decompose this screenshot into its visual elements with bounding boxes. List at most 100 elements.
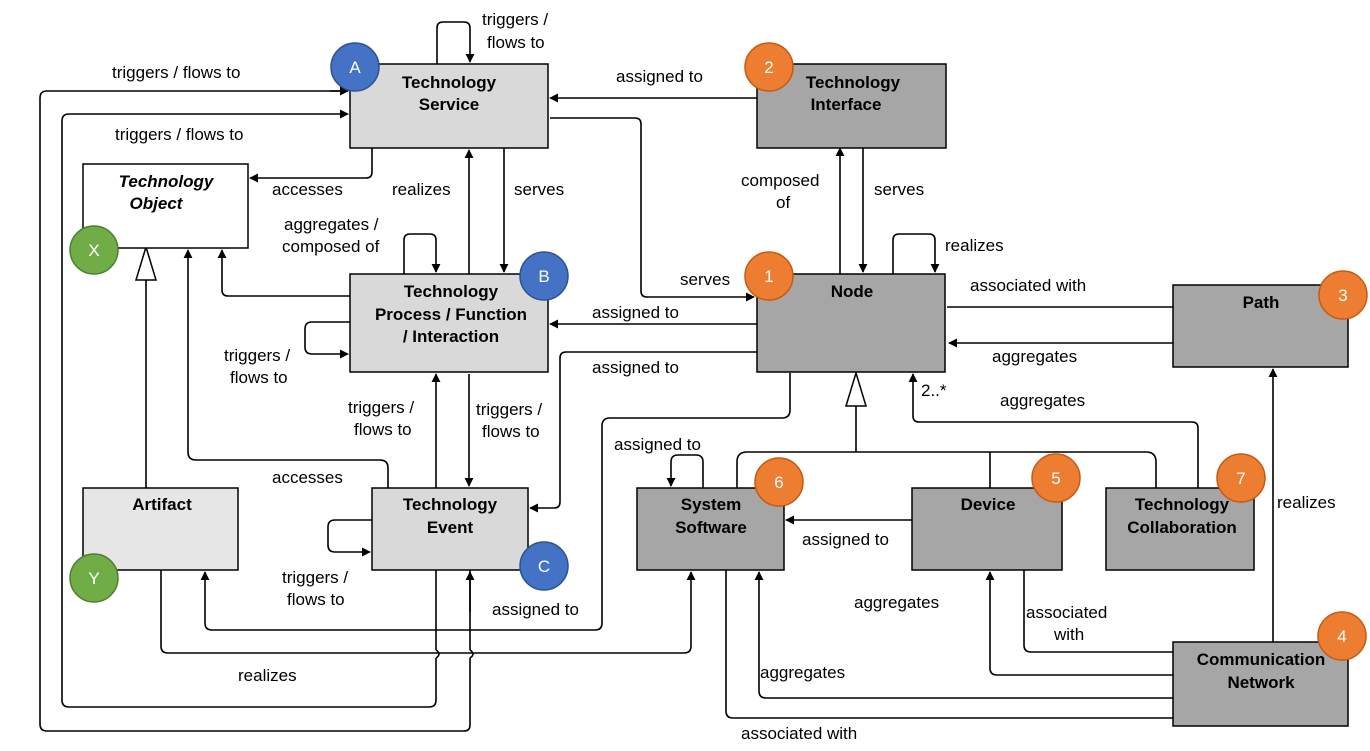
- label-serves-interface: serves: [874, 180, 924, 199]
- label-assigned-interface: assigned to: [616, 67, 703, 86]
- badges: A B C 1 2 3 4 5: [69, 42, 1368, 661]
- label-associated-path: associated with: [970, 276, 1086, 295]
- label-aggregates-composed-1: aggregates /: [284, 215, 379, 234]
- svg-text:3: 3: [1338, 286, 1347, 305]
- technology-event-title-1: Technology: [403, 495, 498, 514]
- technology-collaboration-box[interactable]: [1105, 487, 1255, 571]
- technology-process-title-1: Technology: [404, 282, 499, 301]
- badge-c: C: [519, 541, 569, 591]
- communication-network-title-1: Communication: [1197, 650, 1325, 669]
- label-composed-1: composed: [741, 171, 819, 190]
- edge-sys-self: [666, 454, 704, 488]
- label-triggers-left-1: triggers /: [348, 398, 414, 417]
- label-serves-mid: serves: [514, 180, 564, 199]
- technology-event-title-2: Event: [427, 518, 474, 537]
- communication-network-box[interactable]: [1172, 641, 1349, 727]
- label-realizes-node: realizes: [945, 236, 1004, 255]
- badge-6: 6: [754, 457, 804, 507]
- system-software-title-2: Software: [675, 518, 747, 537]
- badge-a: A: [330, 42, 380, 92]
- svg-text:A: A: [349, 58, 361, 77]
- label-associated-device-1: associated: [1026, 603, 1107, 622]
- badge-2: 2: [744, 42, 794, 92]
- generalization-node-icon: [844, 370, 868, 407]
- badge-y: Y: [69, 553, 119, 603]
- label-triggers-left-2: flows to: [354, 420, 412, 439]
- badge-b: B: [519, 251, 569, 301]
- label-accesses-bottom: accesses: [272, 468, 343, 487]
- label-assigned-bottom: assigned to: [492, 600, 579, 619]
- system-software-title-1: System: [681, 495, 741, 514]
- edge-event-object: [183, 249, 389, 488]
- edge-node-specialization: [736, 406, 1157, 488]
- label-service-self-1: triggers /: [482, 10, 548, 29]
- label-assigned-process: assigned to: [592, 303, 679, 322]
- label-accesses-top: accesses: [272, 180, 343, 199]
- path-title: Path: [1243, 293, 1280, 312]
- label-triggers-second: triggers / flows to: [115, 125, 244, 144]
- technology-interface-title-1: Technology: [806, 73, 901, 92]
- label-aggregates-sys: aggregates: [760, 663, 845, 682]
- label-realizes-bottom: realizes: [238, 666, 297, 685]
- connectors: [39, 21, 1278, 732]
- svg-text:5: 5: [1051, 469, 1060, 488]
- badge-7: 7: [1216, 453, 1266, 503]
- edge-service-node: [550, 117, 755, 302]
- technology-process-title-2: Process / Function: [375, 305, 527, 324]
- svg-text:Y: Y: [88, 569, 99, 588]
- label-aggregates-composed-2: composed of: [282, 237, 380, 256]
- communication-network-title-2: Network: [1227, 673, 1295, 692]
- boxes: [82, 63, 1349, 727]
- label-assigned-sys: assigned to: [802, 530, 889, 549]
- line-hop-icon: [469, 649, 474, 659]
- line-hop-icon: [435, 649, 440, 659]
- edge-service-object: [249, 148, 373, 183]
- edge-network-sys-agg: [754, 571, 1173, 699]
- edge-node-self: [892, 233, 940, 274]
- label-associated-bottom: associated with: [741, 724, 857, 743]
- svg-text:7: 7: [1236, 469, 1245, 488]
- label-triggers-process-2: flows to: [230, 368, 288, 387]
- technology-service-title-1: Technology: [402, 73, 497, 92]
- technology-event-box[interactable]: [371, 487, 529, 571]
- label-triggers-process-1: triggers /: [224, 346, 290, 365]
- edge-process-object: [217, 249, 350, 297]
- technology-collaboration-title-2: Collaboration: [1127, 518, 1237, 537]
- label-triggers-event-1: triggers /: [282, 568, 348, 587]
- technology-process-box[interactable]: [349, 273, 549, 373]
- technology-service-box[interactable]: [349, 63, 549, 149]
- svg-text:B: B: [538, 267, 549, 286]
- edge-node-artifact: [200, 373, 791, 631]
- edge-process-self-agg: [403, 233, 441, 274]
- edge-artifact-sys: [160, 570, 696, 654]
- label-associated-device-2: with: [1053, 625, 1084, 644]
- label-triggers-event-2: flows to: [287, 590, 345, 609]
- technology-object-title-1: Technology: [119, 172, 215, 191]
- device-title: Device: [961, 495, 1016, 514]
- svg-text:1: 1: [764, 267, 773, 286]
- edge-collab-node: [908, 373, 1199, 488]
- badge-5: 5: [1031, 453, 1081, 503]
- edge-network-device-assoc: [1023, 570, 1173, 653]
- technology-collaboration-title-1: Technology: [1135, 495, 1230, 514]
- technology-object-title-2: Object: [130, 194, 184, 213]
- label-aggregates-collab: aggregates: [1000, 391, 1085, 410]
- artifact-box[interactable]: [82, 487, 239, 571]
- svg-text:4: 4: [1337, 627, 1346, 646]
- badge-3: 3: [1318, 270, 1368, 320]
- label-service-self-2: flows to: [487, 33, 545, 52]
- svg-text:6: 6: [774, 473, 783, 492]
- svg-text:C: C: [538, 557, 550, 576]
- label-serves-node: serves: [680, 270, 730, 289]
- technology-service-title-2: Service: [419, 95, 480, 114]
- edge-process-self-trig: [304, 321, 350, 359]
- device-box[interactable]: [911, 487, 1063, 571]
- label-assigned-sys-self: assigned to: [614, 435, 701, 454]
- edge-network-device-agg: [985, 571, 1173, 676]
- svg-text:2: 2: [764, 58, 773, 77]
- generalization-object-icon: [134, 244, 158, 281]
- system-software-box[interactable]: [636, 487, 785, 571]
- label-realizes-mid: realizes: [392, 180, 451, 199]
- badge-4: 4: [1317, 611, 1367, 661]
